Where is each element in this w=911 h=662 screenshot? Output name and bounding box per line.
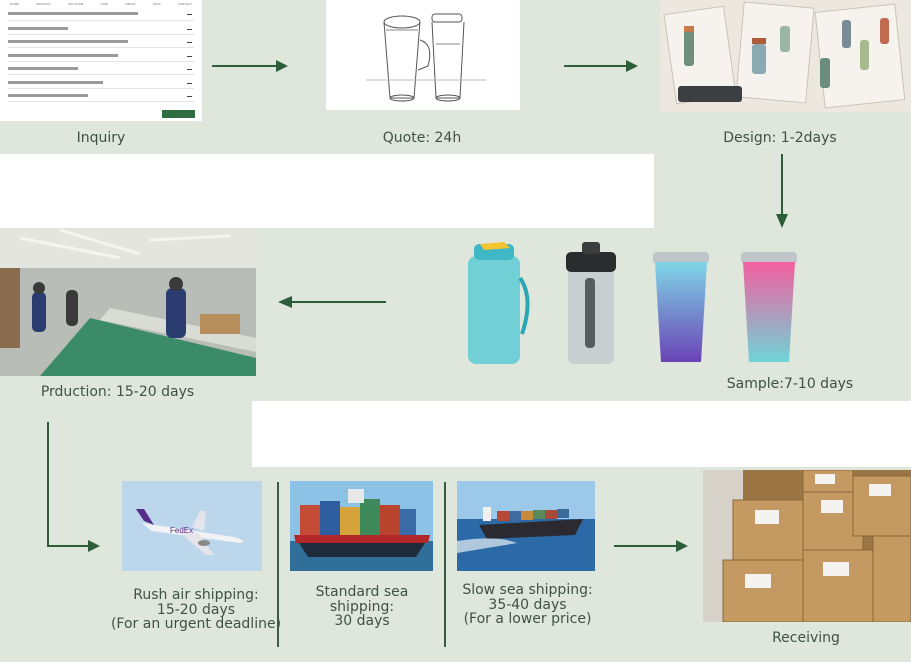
step-production-label: Prduction: 15-20 days xyxy=(40,384,195,400)
design-sketches-image xyxy=(660,0,911,112)
rush-air-line-1: Rush air shipping: xyxy=(133,587,259,603)
divider-2 xyxy=(444,482,446,647)
standard-sea-line-2: 30 days xyxy=(334,613,390,630)
standard-sea-shipping-image xyxy=(290,481,433,571)
sample-bottles-image xyxy=(460,238,805,368)
production-line-image xyxy=(0,228,256,376)
slow-sea-line-1: Slow sea shipping: xyxy=(462,582,593,598)
arrow-inquiry-to-quote xyxy=(212,60,288,72)
step-inquiry-label: Inquiry xyxy=(76,130,126,146)
step-design-label: Design: 1-2days xyxy=(723,130,837,146)
shipping-slow-sea-text: Slow sea shipping: 35-40 days (For a low… xyxy=(450,583,605,627)
rush-air-line-2: 15-20 days xyxy=(156,601,236,618)
band-row-2-left xyxy=(0,401,252,467)
step-quote-label: Quote: 24h xyxy=(382,130,462,146)
step-receiving-label: Receiving xyxy=(772,630,840,646)
receiving-boxes-image xyxy=(703,470,911,622)
slow-sea-line-2: 35-40 days xyxy=(488,596,567,613)
air-shipping-image: FedEx xyxy=(122,481,262,571)
arrow-sample-to-production xyxy=(278,296,386,308)
shipping-rush-air-text: Rush air shipping: 15-20 days (For an ur… xyxy=(110,588,282,632)
rush-air-line-3: (For an urgent deadline) xyxy=(110,616,282,633)
arrow-quote-to-design xyxy=(564,60,638,72)
shipping-standard-sea-text: Standard sea shipping: 30 days xyxy=(282,585,442,629)
arrow-production-to-shipping xyxy=(47,422,100,552)
slow-sea-shipping-image xyxy=(457,481,595,571)
inquiry-submit-button xyxy=(162,110,195,118)
standard-sea-line-1: Standard sea shipping: xyxy=(315,584,409,615)
divider-1 xyxy=(277,482,279,647)
arrow-design-to-sample xyxy=(776,154,788,228)
arrow-shipping-to-receiving xyxy=(614,540,688,552)
step-sample-label: Sample:7-10 days xyxy=(726,376,854,392)
quote-sketch-image xyxy=(326,0,520,110)
svg-text:FedEx: FedEx xyxy=(170,526,193,535)
slow-sea-line-3: (For a lower price) xyxy=(463,611,592,628)
